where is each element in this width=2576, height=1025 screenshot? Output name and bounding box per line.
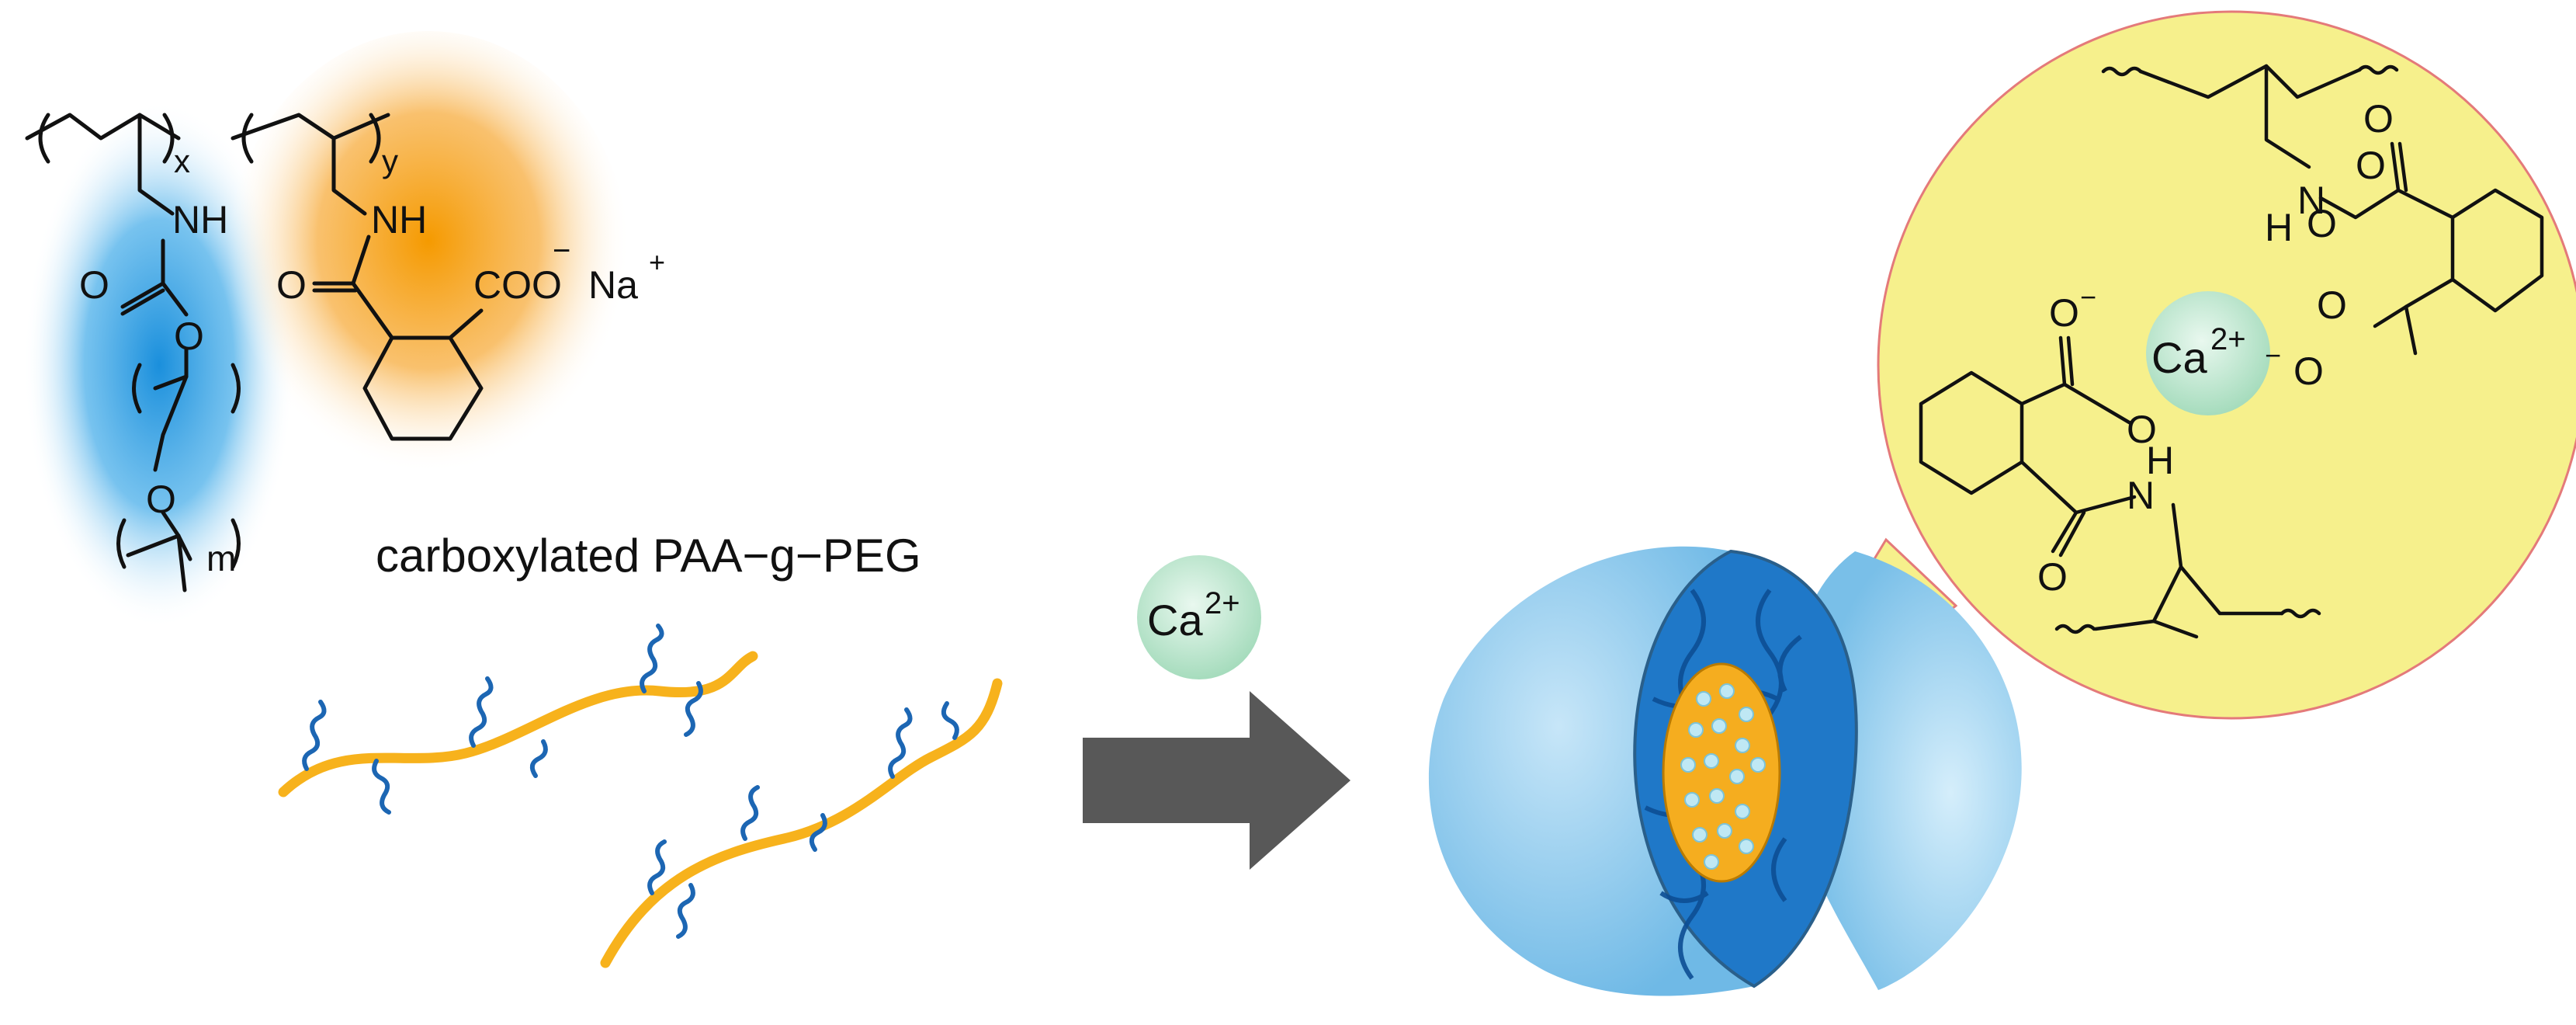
sodium-plus: + xyxy=(649,246,665,278)
sodium-label: Na xyxy=(588,263,638,307)
ether-o-label: O xyxy=(146,478,176,521)
carbonyl-o-left-label: O xyxy=(79,263,109,307)
complex-o-6: O xyxy=(2049,291,2079,335)
carbonyl-o-right-label: O xyxy=(276,263,307,307)
ester-o-label: O xyxy=(174,314,204,358)
sub-x: x xyxy=(174,143,190,179)
nh-right-label: NH xyxy=(371,198,427,241)
nh-left-label: NH xyxy=(172,198,228,241)
polymer-chain-icon xyxy=(278,624,1003,968)
complex-calcium-symbol: Ca xyxy=(2151,333,2207,382)
carboxyl-highlight xyxy=(227,31,630,497)
complex-o-8: O xyxy=(2037,555,2068,599)
carboxylate-label: COO xyxy=(473,263,562,307)
complex-o-5: O xyxy=(2293,349,2324,393)
copolymer-structure: x y NH NH O O O m O COO − Na + xyxy=(23,31,665,629)
peg-highlight xyxy=(23,101,295,629)
reaction-arrow-icon xyxy=(1083,691,1350,870)
complex-o-3: O xyxy=(2307,202,2337,245)
sub-y: y xyxy=(382,143,398,179)
complex-o-1: O xyxy=(2363,97,2394,141)
sub-m: m xyxy=(206,538,236,579)
complex-h-bottom: H xyxy=(2146,439,2174,482)
complex-n-top: N xyxy=(2297,179,2325,222)
carboxylate-minus: − xyxy=(553,234,570,268)
complex-o-4: O xyxy=(2317,283,2347,327)
complex-o-7: O xyxy=(2127,408,2157,451)
complex-minus-right: − xyxy=(2265,339,2281,371)
complex-o-2: O xyxy=(2356,144,2386,187)
complex-calcium-charge: 2+ xyxy=(2210,322,2246,356)
polymer-name: carboxylated PAA−g−PEG xyxy=(376,530,921,582)
complex-h-top: H xyxy=(2265,206,2293,249)
micelle-icon xyxy=(1428,546,2022,996)
calcium-charge: 2+ xyxy=(1205,586,1240,620)
complex-n-bottom: N xyxy=(2127,474,2155,517)
complex-minus-left: − xyxy=(2080,281,2096,313)
calcium-ion-icon: Ca 2+ xyxy=(1137,555,1261,679)
calcium-complex-structure: Ca 2+ − − N H N H O O O O O O O O xyxy=(1919,64,2544,639)
calcium-symbol: Ca xyxy=(1147,596,1203,645)
complex-calcium-ion xyxy=(2146,291,2270,415)
